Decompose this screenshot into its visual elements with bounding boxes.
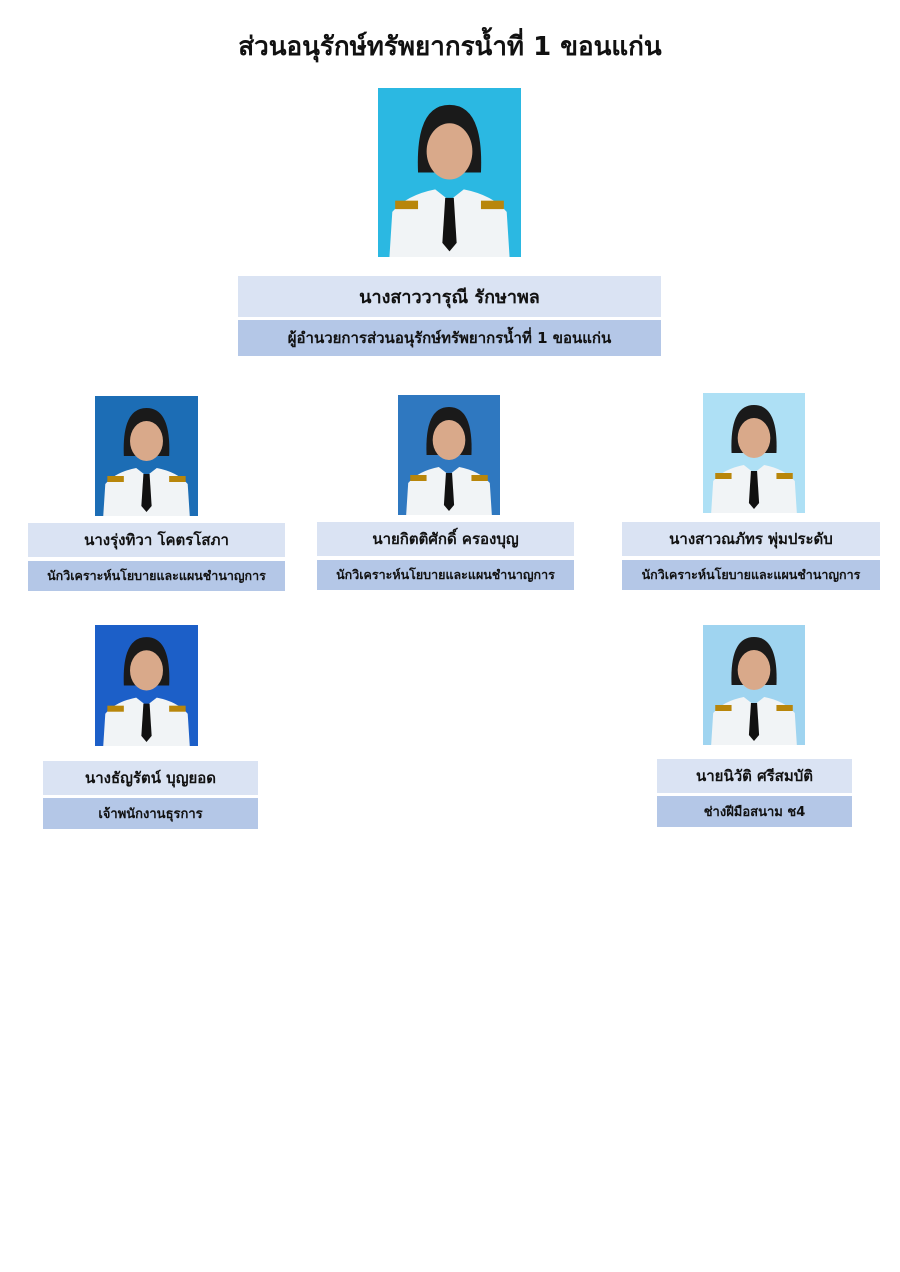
staff-role: ช่างฝีมือสนาม ช4 [657, 796, 852, 827]
director-name: นางสาววารุณี รักษาพล [238, 276, 661, 317]
staff-photo [95, 625, 198, 746]
staff-name: นายกิตติศักดิ์ ครองบุญ [317, 522, 574, 556]
staff-role: นักวิเคราะห์นโยบายและแผนชำนาญการ [317, 560, 574, 590]
staff-photo [703, 393, 805, 513]
portrait-image [703, 393, 805, 513]
director-role: ผู้อำนวยการส่วนอนุรักษ์ทรัพยากรน้ำที่ 1 … [238, 320, 661, 356]
staff-role: นักวิเคราะห์นโยบายและแผนชำนาญการ [622, 560, 880, 590]
portrait-image [95, 625, 198, 746]
staff-photo [398, 395, 500, 515]
staff-name: นางธัญรัตน์ บุญยอด [43, 761, 258, 795]
portrait-image [703, 625, 805, 745]
staff-role: นักวิเคราะห์นโยบายและแผนชำนาญการ [28, 561, 285, 591]
staff-photo [703, 625, 805, 745]
portrait-image [398, 395, 500, 515]
staff-role: เจ้าพนักงานธุรการ [43, 798, 258, 829]
staff-name: นางรุ่งทิวา โคตรโสภา [28, 523, 285, 557]
portrait-image [95, 396, 198, 516]
page-title: ส่วนอนุรักษ์ทรัพยากรน้ำที่ 1 ขอนแก่น [238, 32, 662, 62]
portrait-image [378, 88, 521, 257]
staff-name: นายนิวัติ ศรีสมบัติ [657, 759, 852, 793]
director-photo [378, 88, 521, 257]
staff-name: นางสาวณภัทร พุ่มประดับ [622, 522, 880, 556]
staff-photo [95, 396, 198, 516]
